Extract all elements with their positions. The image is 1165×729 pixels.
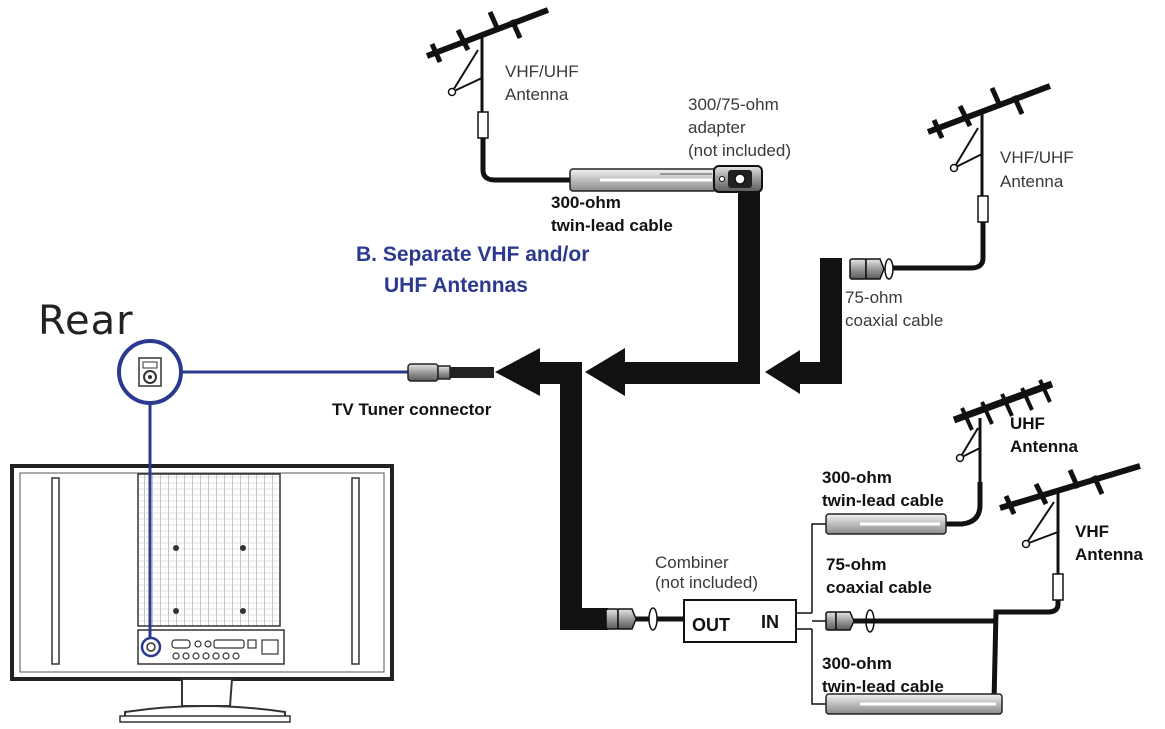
combiner-box [683, 599, 797, 643]
combiner-label-1: Combiner [655, 553, 729, 572]
tv-tuner-label: TV Tuner connector [332, 400, 492, 419]
section-title-line2: UHF Antennas [384, 274, 528, 297]
tv-tuner-connector [407, 363, 494, 382]
top-antenna-label-2: Antenna [505, 85, 569, 104]
top-vhf-uhf-antenna [425, 7, 572, 183]
section-title-line1: B. Separate VHF and/or [356, 243, 590, 266]
bottom-twinlead-label-2: twin-lead cable [822, 677, 944, 696]
combiner-connector-out [605, 607, 684, 631]
tv-stand [181, 678, 234, 707]
combiner-out-label: OUT [692, 615, 730, 635]
top-antenna-label-1: VHF/UHF [505, 62, 579, 81]
tv-port-panel [137, 629, 285, 665]
uhf-antenna-label-1: UHF [1010, 414, 1045, 433]
uhf-antenna [940, 379, 1054, 527]
adapter-label-3: (not included) [688, 141, 792, 160]
right-antenna-label-2: Antenna [1000, 172, 1064, 191]
adapter [713, 165, 763, 193]
vhf-twin-lead-cable [825, 693, 1003, 715]
right-vhf-uhf-antenna [890, 83, 1052, 271]
right-coax-label-2: coaxial cable [845, 311, 944, 330]
top-twinlead-label-1: 300-ohm [551, 193, 621, 212]
combiner-in-label: IN [761, 612, 779, 632]
vhf-antenna-label-2: Antenna [1075, 545, 1143, 564]
mid-coax-label-2: coaxial cable [826, 578, 932, 597]
mid-twinlead-label-2: twin-lead cable [822, 491, 944, 510]
mid-coax-label-1: 75-ohm [826, 555, 887, 574]
right-antenna-label-1: VHF/UHF [1000, 148, 1074, 167]
bottom-twinlead-label-1: 300-ohm [822, 654, 892, 673]
vhf-coax-connector [825, 609, 994, 633]
top-twin-lead-cable [569, 168, 717, 192]
vhf-antenna-label-1: VHF [1075, 522, 1109, 541]
adapter-label-2: adapter [688, 118, 746, 137]
right-coax-label-1: 75-ohm [845, 288, 903, 307]
mid-twinlead-label-1: 300-ohm [822, 468, 892, 487]
adapter-label-1: 300/75-ohm [688, 95, 779, 114]
top-twinlead-label-2: twin-lead cable [551, 216, 673, 235]
signal-arrows [495, 182, 842, 630]
combiner-label-2: (not included) [655, 573, 759, 592]
uhf-antenna-label-2: Antenna [1010, 437, 1078, 456]
rear-zoom-callout [117, 339, 408, 638]
tv-rear [10, 464, 394, 723]
rear-label: Rear [38, 298, 134, 344]
right-coax-connector [849, 258, 894, 280]
vhf-antenna [991, 463, 1141, 703]
uhf-twin-lead-cable [825, 513, 947, 535]
tv-vent-panel [137, 473, 281, 627]
combiner-inputs [796, 523, 828, 705]
